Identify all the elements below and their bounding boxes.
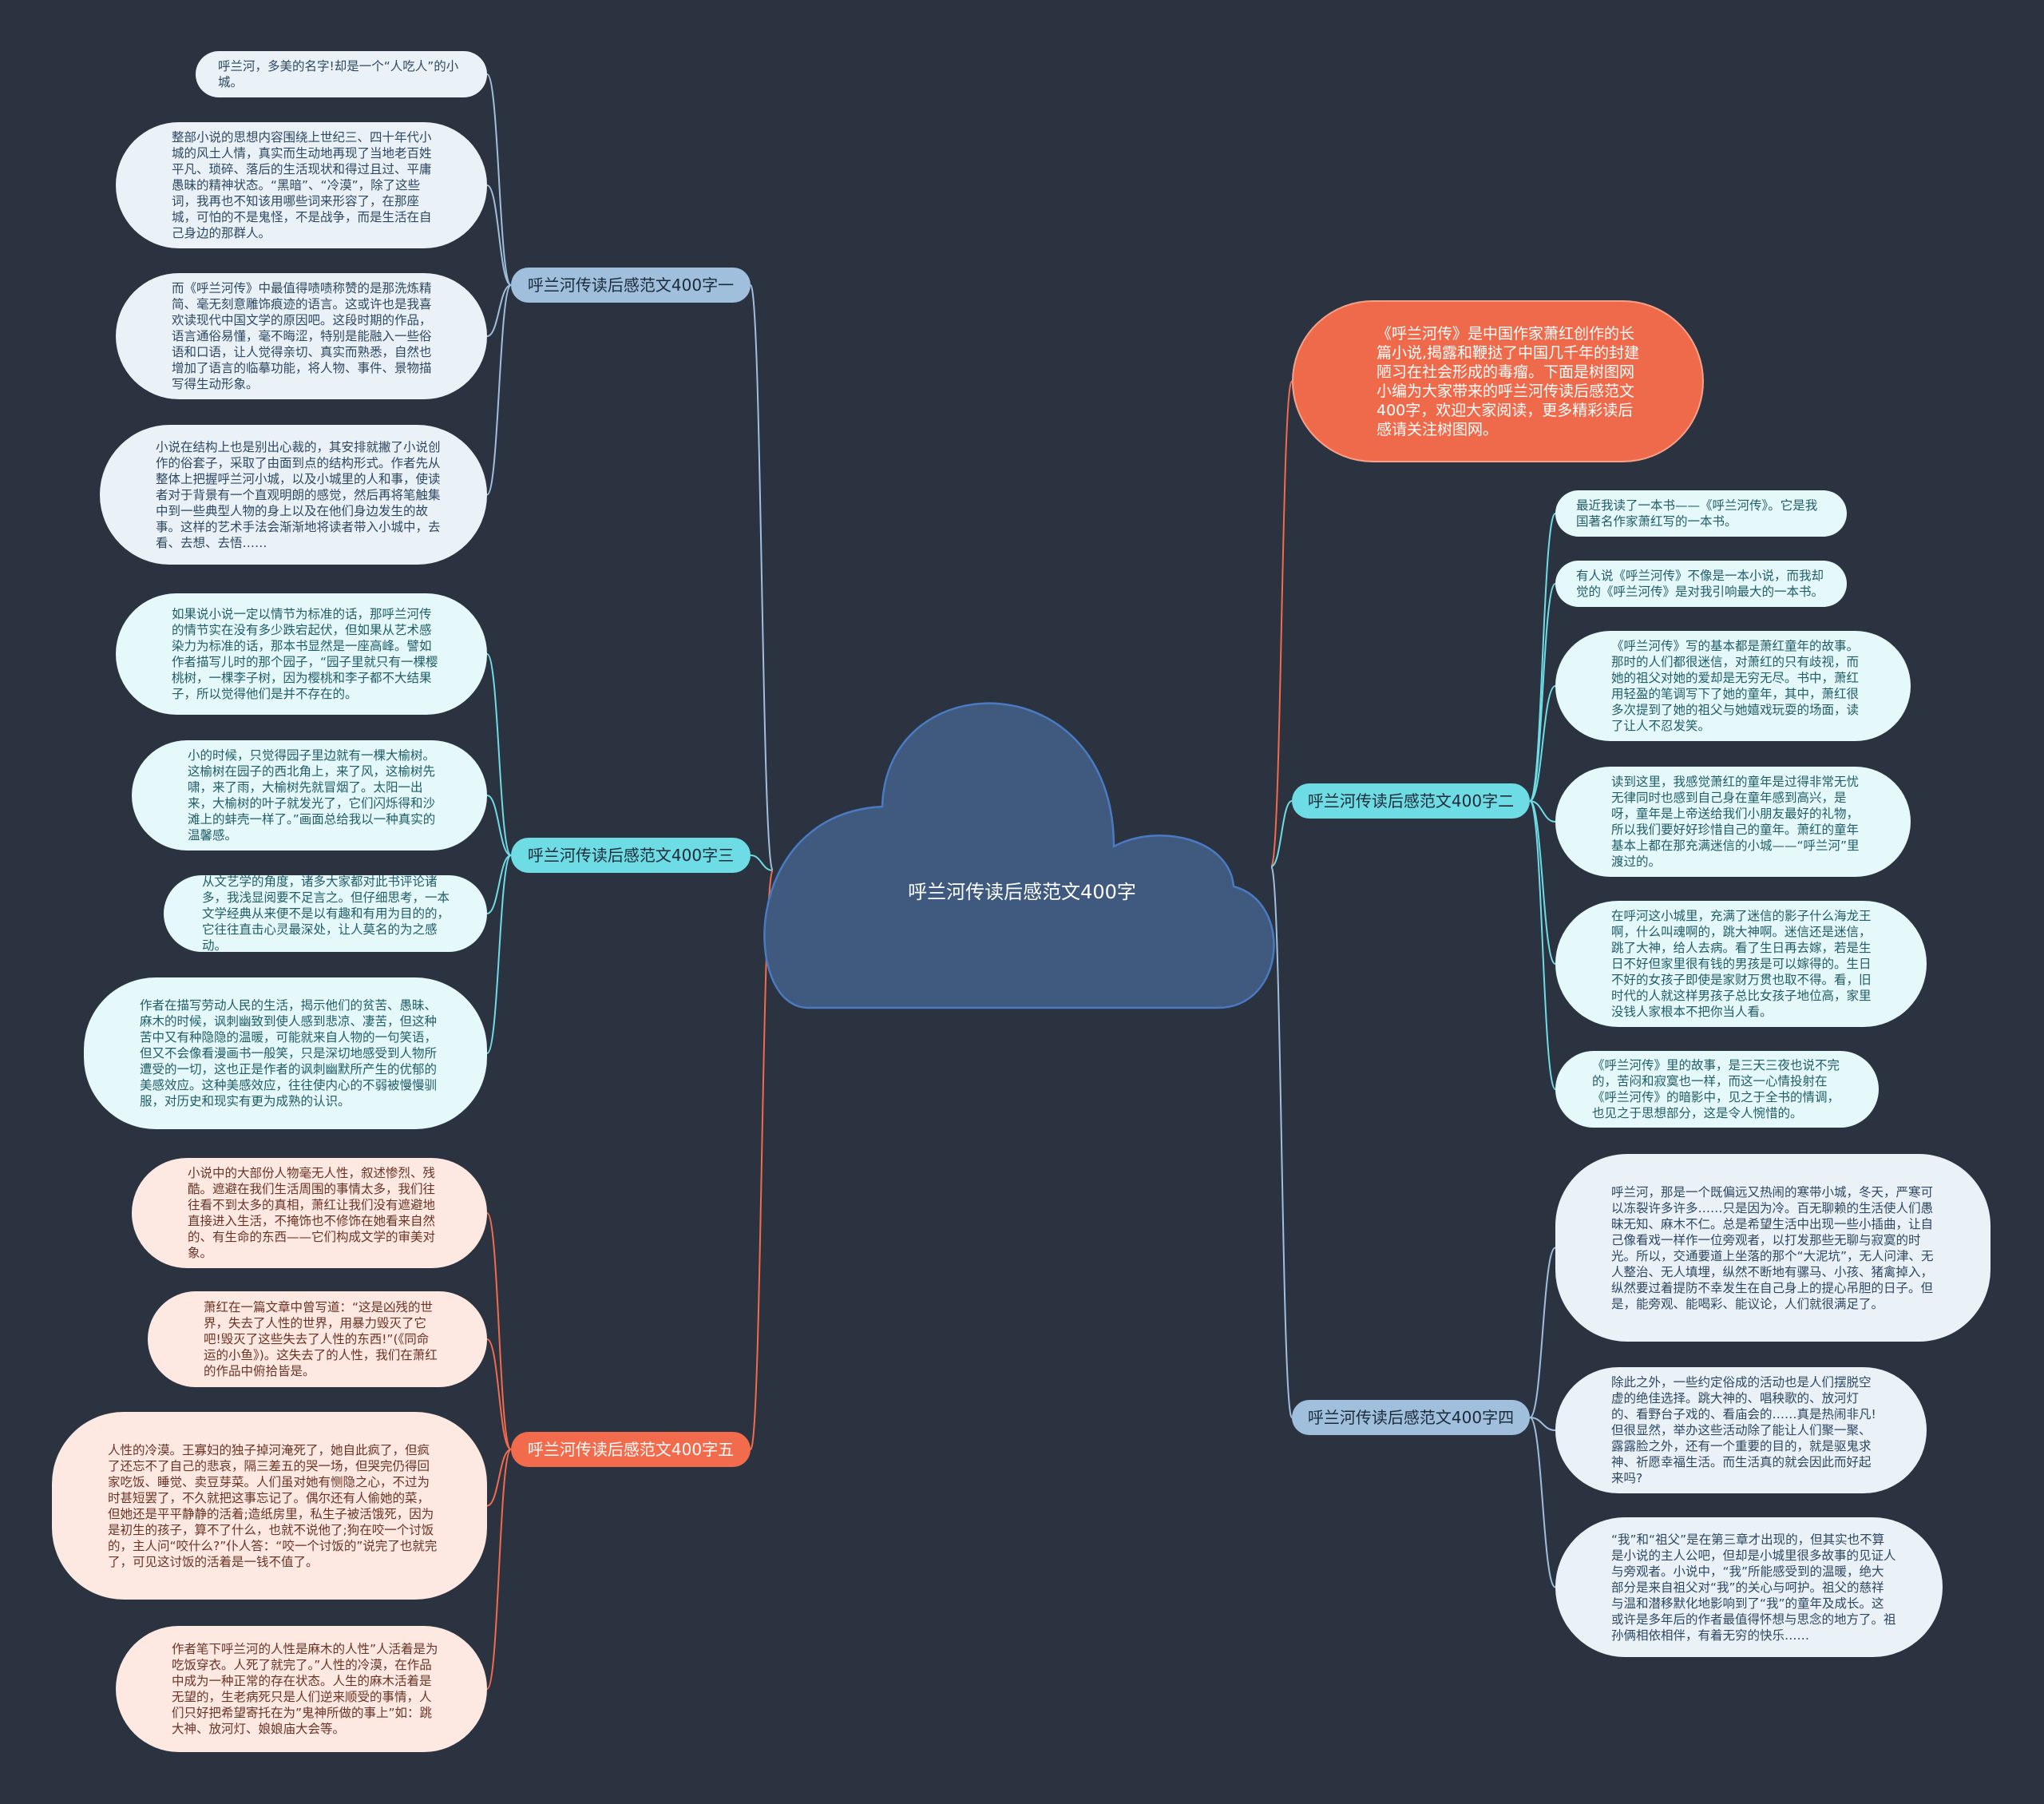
branch-2[interactable]: 呼兰河传读后感范文400字二 [1292,783,1530,819]
intro-link [1270,380,1293,867]
leaf-5-1-link [486,1212,512,1450]
leaf-1-4[interactable]: 小说在结构上也是别出心裁的，其安排就撇了小说创作的俗套子，采取了由面到点的结构形… [100,425,487,565]
branch-4-label: 呼兰河传读后感范文400字四 [1307,1408,1515,1427]
leaf-5-1[interactable]: 小说中的大部份人物毫无人性，叙述惨烈、残酷。遮避在我们生活周围的事情太多，我们往… [132,1158,487,1268]
leaf-2-6[interactable]: 《呼兰河传》里的故事，是三天三夜也说不完的，苦闷和寂寞也一样，而这一心情投射在《… [1555,1051,1879,1128]
intro-text: 《呼兰河传》是中国作家萧红创作的长篇小说,揭露和鞭挞了中国几千年的封建陋习在社会… [1377,324,1640,438]
center-title: 呼兰河传读后感范文400字 [908,881,1136,903]
leaf-2-1[interactable]: 最近我读了一本书——《呼兰河传》。它是我国著名作家萧红写的一本书。 [1555,490,1847,537]
branch-1[interactable]: 呼兰河传读后感范文400字一 [511,268,751,303]
leaf-4-2-link [1529,1417,1556,1431]
leaf-5-4-link [486,1449,512,1690]
leaf-5-2[interactable]: 萧红在一篇文章中曾写道：“这是凶残的世界，失去了人性的世界，用暴力毁灭了它吧!毁… [148,1291,487,1387]
leaf-3-4[interactable]: 作者在描写劳动人民的生活，揭示他们的贫苦、愚昧、麻木的时候，讽刺幽致到使人感到悲… [84,977,487,1129]
leaf-3-4-link [486,854,512,1054]
leaf-3-1[interactable]: 如果说小说一定以情节为标准的话，那呼兰河传的情节实在没有多少跌宕起伏，但如果从艺… [116,593,487,715]
leaf-1-2[interactable]: 整部小说的思想内容围绕上世纪三、四十年代小城的风土人情，真实而生动地再现了当地老… [116,122,487,248]
leaf-2-4[interactable]: 读到这里，我感觉萧红的童年是过得非常无忧无律同时也感到自己身在童年感到高兴，是呀… [1555,767,1911,877]
cloud-shape [763,702,1275,1009]
branch-5[interactable]: 呼兰河传读后感范文400字五 [511,1432,751,1467]
leaf-1-1-link [486,73,512,286]
intro-node[interactable]: 《呼兰河传》是中国作家萧红创作的长篇小说,揭露和鞭挞了中国几千年的封建陋习在社会… [1292,300,1704,462]
leaf-5-3[interactable]: 人性的冷漠。王寡妇的独子掉河淹死了，她自此疯了，但疯了还忘不了自己的悲哀，隔三差… [52,1412,487,1600]
leaf-4-2[interactable]: 除此之外，一些约定俗成的活动也是人们摆脱空虚的绝佳选择。跳大神的、唱秧歌的、放河… [1555,1367,1927,1493]
branch-4[interactable]: 呼兰河传读后感范文400字四 [1292,1400,1530,1435]
leaf-2-6-link [1529,800,1556,1090]
branch-2-link [1270,800,1293,867]
branch-2-label: 呼兰河传读后感范文400字二 [1307,791,1515,811]
leaf-3-3[interactable]: 从文艺学的角度，诸多大家都对此书评论诸多，我浅显阅要不足言之。但仔细思考，一本文… [164,874,487,953]
leaf-1-4-link [486,284,512,496]
leaf-2-3[interactable]: 《呼兰河传》写的基本都是萧红童年的故事。那时的人们都很迷信，对萧红的只有歧视，而… [1555,631,1911,741]
leaf-4-1[interactable]: 呼兰河，那是一个既偏远又热闹的寒带小城，冬天，严寒可以冻裂许多许多……只是因为冷… [1555,1154,1991,1342]
leaf-1-3-link [486,284,512,337]
leaf-2-2-link [1529,583,1556,802]
branch-1-link [750,284,774,871]
leaf-4-3[interactable]: “我”和“祖父”是在第三章才出现的，但其实也不算是小说的主人公吧，但却是小城里很… [1555,1517,1943,1657]
leaf-5-4[interactable]: 作者笔下呼兰河的人性是麻木的人性”人活着是为吃饭穿衣。人死了就完了。”人性的冷漠… [116,1626,487,1752]
leaf-3-2[interactable]: 小的时候，只觉得园子里边就有一棵大榆树。这榆树在园子的西北角上，来了风，这榆树先… [132,740,487,850]
branch-5-label: 呼兰河传读后感范文400字五 [527,1440,735,1459]
leaf-3-1-link [486,653,512,856]
branch-3[interactable]: 呼兰河传读后感范文400字三 [511,838,751,873]
leaf-3-2-link [486,795,512,856]
leaf-2-5[interactable]: 在呼河这小城里，充满了迷信的影子什么海龙王啊，什么叫魂啊的，跳大神啊。迷信还是迷… [1555,901,1927,1027]
leaf-2-5-link [1529,800,1556,965]
leaf-1-3[interactable]: 而《呼兰河传》中最值得啧啧称赞的是那洗炼精简、毫无刻意雕饰痕迹的语言。这或许也是… [116,273,487,399]
branch-3-label: 呼兰河传读后感范文400字三 [527,846,735,865]
leaf-2-3-link [1529,685,1556,802]
leaf-1-1[interactable]: 呼兰河，多美的名字!却是一个“人吃人”的小城。 [196,51,487,97]
leaf-2-2[interactable]: 有人说《呼兰河传》不像是一本小说，而我却觉的《呼兰河传》是对我引响最大的一本书。 [1555,561,1847,607]
leaf-1-2-link [486,184,512,286]
leaf-5-2-link [486,1338,512,1450]
branch-4-link [1270,866,1293,1418]
leaf-5-3-link [486,1449,512,1507]
branch-1-label: 呼兰河传读后感范文400字一 [527,276,735,295]
leaf-3-3-link [486,854,512,914]
leaf-4-3-link [1529,1417,1556,1588]
branch-3-link [750,854,774,871]
leaf-4-1-link [1529,1247,1556,1418]
leaf-2-4-link [1529,800,1556,823]
